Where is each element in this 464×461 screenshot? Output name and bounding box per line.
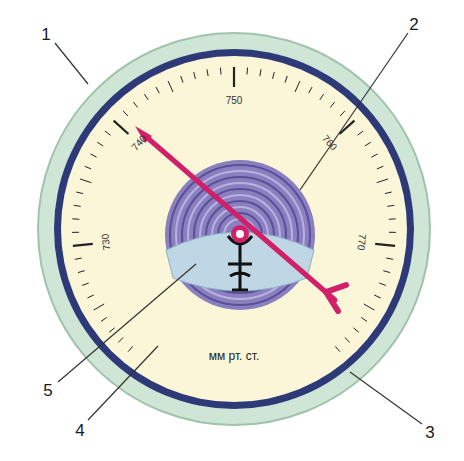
tick (389, 218, 396, 219)
leader-lines (55, 33, 422, 424)
tick (285, 76, 287, 83)
tick (94, 304, 104, 310)
tick (156, 87, 159, 93)
tick (246, 68, 248, 75)
tick (260, 69, 261, 76)
tick (233, 67, 235, 87)
tick (109, 328, 114, 332)
tick (386, 258, 393, 259)
scale-number: 770 (355, 234, 367, 252)
tick (345, 337, 350, 342)
linkage (228, 236, 252, 290)
tick (295, 81, 300, 92)
tick (335, 346, 340, 351)
tick (168, 81, 173, 92)
tick (220, 68, 222, 75)
tick (75, 258, 82, 259)
callout-number: 4 (75, 422, 84, 439)
tick (101, 317, 107, 321)
tick (90, 154, 96, 157)
tick (72, 218, 79, 219)
tick (330, 102, 334, 107)
tick (374, 295, 380, 298)
tick (97, 142, 103, 146)
tick (114, 121, 129, 134)
tick (320, 94, 324, 100)
tick (383, 271, 390, 273)
callout-number: 1 (41, 26, 50, 43)
scale-number: 730 (101, 234, 113, 252)
tick (273, 72, 275, 79)
tick (375, 244, 395, 246)
tick (365, 142, 371, 146)
tick (353, 328, 358, 332)
tick (377, 179, 388, 183)
tick (85, 166, 91, 169)
tick (76, 192, 83, 194)
callout-number: 2 (409, 16, 418, 33)
scale-ticks (72, 67, 396, 352)
tick (371, 154, 377, 157)
case-rim (38, 33, 430, 425)
pointer (135, 126, 346, 311)
tick (72, 232, 79, 233)
tick (118, 337, 123, 342)
tick (133, 102, 137, 107)
tick (123, 111, 128, 116)
scale-number: 750 (226, 96, 243, 106)
tick (74, 205, 81, 206)
tick (340, 111, 345, 116)
tick (207, 69, 208, 76)
tick (357, 131, 363, 135)
tick (361, 317, 367, 321)
tick (82, 283, 89, 285)
tick (387, 205, 394, 206)
tick (377, 166, 383, 169)
tick (105, 131, 111, 135)
tick (385, 192, 392, 194)
tick (144, 94, 148, 100)
tick (73, 244, 93, 246)
tick (389, 232, 396, 233)
tick (194, 72, 196, 79)
unit-label: мм рт. ст. (209, 350, 260, 362)
tick (364, 304, 374, 310)
dial-face (61, 56, 407, 402)
tick (87, 295, 93, 298)
tick (309, 87, 312, 93)
tick (128, 346, 133, 351)
tick (181, 76, 183, 83)
tick (78, 271, 85, 273)
callout-number: 5 (43, 382, 52, 399)
tick (379, 283, 386, 285)
callout-number: 3 (425, 424, 434, 441)
tick (80, 179, 91, 183)
aneroid-box (165, 160, 315, 310)
